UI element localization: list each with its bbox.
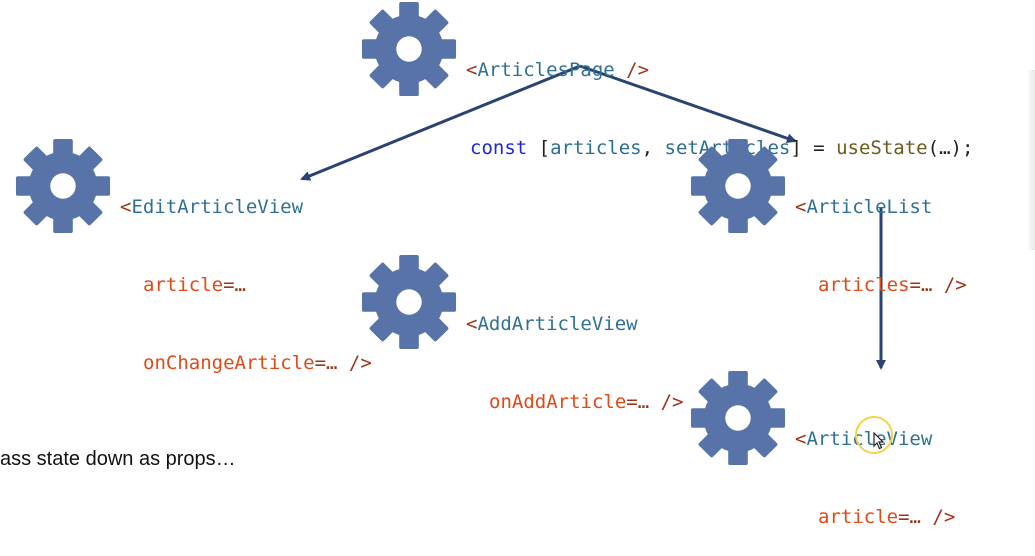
article-list-tag: <ArticleList [795,196,933,218]
gear-icon [360,0,458,98]
scrollbar-edge [1027,70,1035,250]
cursor-highlight [855,416,893,454]
articles-page-node: <ArticlesPage /> const [articles, setArt… [466,5,973,187]
gear-icon [689,369,787,467]
article-view-prop-article: article=… /> [818,506,956,528]
arrow-to-edit-article-view [300,64,581,181]
gear-icon [689,137,787,235]
edit-article-view-prop-onchange: onChangeArticle=… /> [143,352,372,374]
edit-article-view-prop-article: article=… [143,274,246,296]
article-list-node: <ArticleList articles=… /> [795,142,967,324]
article-list-prop-articles: articles=… /> [818,274,967,296]
article-view-node: <ArticleView article=… /> [795,374,955,556]
mouse-cursor-icon [873,432,885,450]
gear-icon [360,253,458,351]
use-state-line: const [articles, setArticles] = useState… [470,137,974,159]
articles-page-tag: <ArticlesPage /> [466,59,650,81]
arrow-to-article-list [579,64,797,144]
add-article-view-node: <AddArticleView onAddArticle=… /> [466,259,683,441]
edit-article-view-tag: <EditArticleView [120,196,304,218]
connector-arrows [300,64,886,370]
edit-article-view-node: <EditArticleView article=… onChangeArtic… [120,142,372,402]
gear-icon [14,137,112,235]
slide-caption: ass state down as props… [0,448,236,470]
add-article-view-tag: <AddArticleView [466,313,638,335]
add-article-view-prop-onadd: onAddArticle=… /> [489,391,684,413]
